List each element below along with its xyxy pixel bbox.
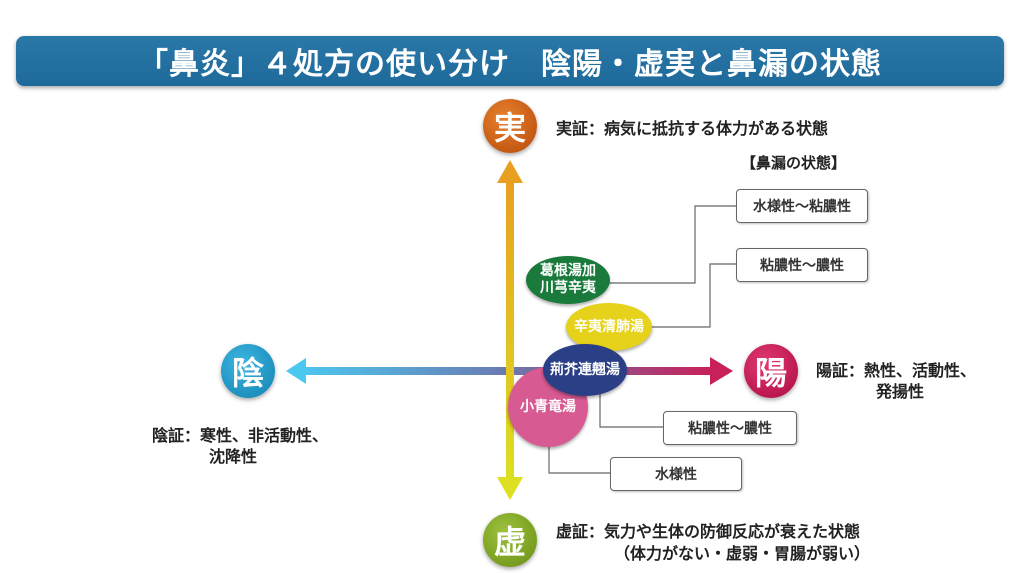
yin-label-line2: 沈降性 [209,447,258,466]
yang-label-line1: 陽証：熱性、活動性、 [816,361,977,380]
excess-char: 実 [493,109,526,147]
discharge-box-1: 水様性〜粘膿性 [736,189,868,223]
deficiency-pole-icon: 虚 [483,513,537,567]
formula-kakkonto-label: 葛根湯加川芎辛夷 [540,263,596,297]
arrow-down-head [497,477,523,500]
formula-shiniseihaito-label: 辛夷清肺湯 [574,318,644,335]
connector-shosei [548,445,610,474]
arrow-left-head [286,358,306,384]
formula-shiniseihaito: 辛夷清肺湯 [566,303,652,351]
excess-pole-icon: 実 [483,99,537,153]
formula-keigairengyoto: 荊芥連翹湯 [543,344,627,396]
page-title: 「鼻炎」４処方の使い分け 陰陽・虚実と鼻漏の状態 [138,47,882,82]
deficiency-char: 虚 [493,523,526,561]
formula-shoseiryuto-label: 小青竜湯 [520,398,576,415]
yang-label-line2: 発揚性 [876,382,925,401]
connector-shini [646,263,736,328]
legend-heading: 【鼻漏の状態】 [741,154,847,172]
yin-char: 陰 [231,354,264,392]
yin-pole-icon: 陰 [221,344,275,398]
yang-pole-icon: 陽 [744,344,798,398]
formula-kakkonto-line1: 葛根湯加 [540,263,596,279]
formula-keigairengyoto-label: 荊芥連翹湯 [550,361,620,378]
arrow-right-head [710,357,733,385]
discharge-box-4: 水様性 [610,457,742,491]
discharge-box-2: 粘膿性〜膿性 [736,248,868,282]
excess-deficiency-axis [506,180,514,484]
yang-char: 陽 [754,354,787,392]
deficiency-label-line2: （体力がない・虚弱・胃腸が弱い） [614,544,871,563]
title-bar: 「鼻炎」４処方の使い分け 陰陽・虚実と鼻漏の状態 [16,36,1004,86]
connector-keigai [599,390,663,428]
formula-kakkonto: 葛根湯加川芎辛夷 [526,256,610,304]
formula-kakkonto-line2: 川芎辛夷 [540,280,596,296]
connector-kakkon [600,205,736,284]
yin-label-line1: 陰証：寒性、非活動性、 [152,426,329,445]
arrow-up-head [497,160,523,183]
discharge-box-3: 粘膿性〜膿性 [663,411,797,445]
deficiency-label-line1: 虚証：気力や生体の防御反応が衰えた状態 [556,522,861,541]
excess-label: 実証：病気に抵抗する体力がある状態 [556,119,829,138]
